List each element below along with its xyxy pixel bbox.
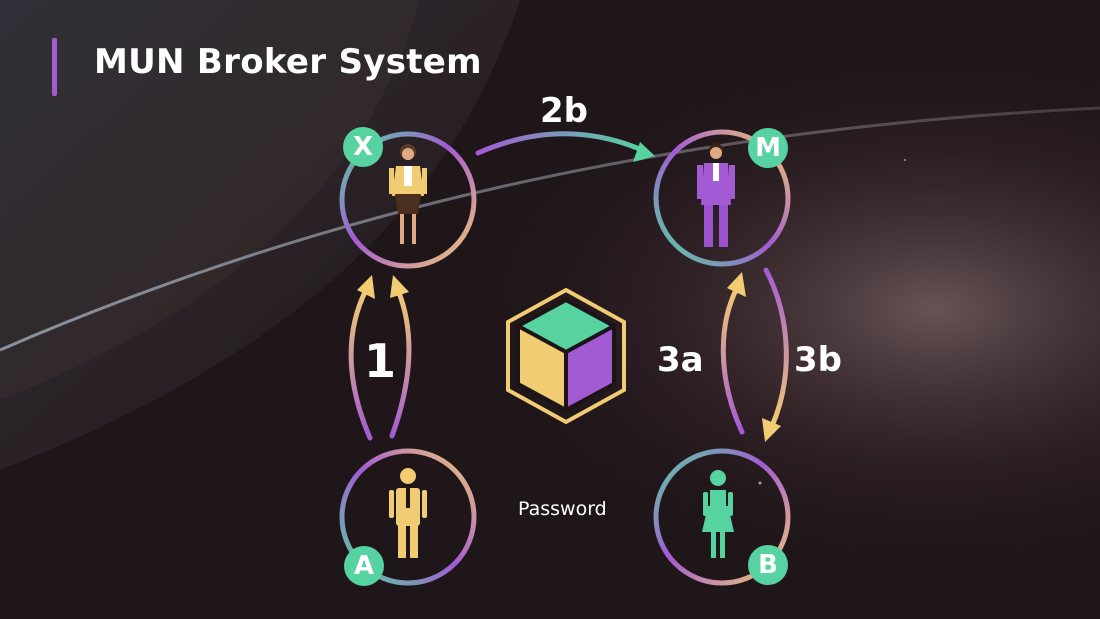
password-caption: Password: [518, 498, 607, 520]
node-b-badge: B: [748, 545, 788, 585]
arrow-2b: [475, 131, 645, 156]
businessman-purple-suit-icon: [697, 143, 735, 247]
businesswoman-icon: [389, 144, 427, 244]
arrow-1-left: [348, 287, 373, 441]
arrow-2b-label: 2b: [540, 91, 588, 131]
node-x-ring: [339, 131, 477, 269]
arrow-3b: [763, 267, 789, 429]
node-a-badge: A: [344, 546, 384, 586]
node-m-ring: [653, 129, 791, 267]
node-a-ring: [339, 448, 477, 586]
arrow-3a-head: [727, 272, 746, 297]
arrow-3a: [720, 285, 745, 435]
arrow-3b-label: 3b: [794, 340, 842, 380]
slide-title: MUN Broker System: [94, 42, 482, 82]
arrow-1-label: 1: [364, 334, 397, 388]
arrow-2b-head: [633, 142, 655, 162]
woman-figure-icon: [702, 470, 734, 558]
node-b-ring: [653, 448, 791, 586]
arrow-1-left-head: [357, 275, 375, 299]
arrow-3a-label: 3a: [657, 340, 704, 380]
arrow-3b-head: [762, 418, 781, 442]
man-figure-icon: [389, 468, 427, 558]
arrow-1-right: [389, 287, 412, 439]
node-x-badge: X: [343, 127, 383, 167]
arrow-1-right-head: [390, 275, 409, 298]
node-m-badge: M: [748, 128, 788, 168]
cube-icon: [506, 287, 626, 425]
title-accent-bar: [52, 38, 57, 96]
